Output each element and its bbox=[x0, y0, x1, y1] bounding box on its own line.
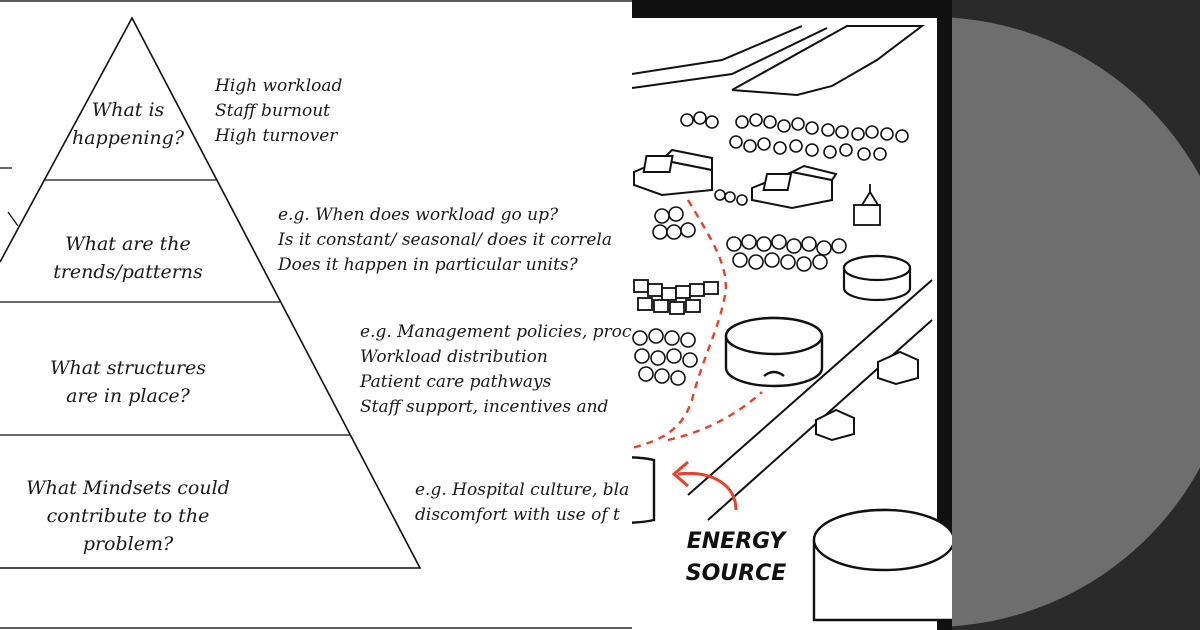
storage-tank-small bbox=[842, 254, 912, 302]
storage-tank-large bbox=[724, 316, 824, 388]
level-4-label-line-1: What Mindsets could bbox=[26, 477, 230, 499]
level-1-label-line-2: happening? bbox=[72, 127, 185, 149]
level-4-note-2: discomfort with use of t bbox=[415, 505, 620, 525]
storage-tank-bottom bbox=[812, 508, 952, 622]
tree-cluster-middle bbox=[652, 206, 847, 272]
level-4-label-line-3: problem? bbox=[83, 533, 174, 555]
level-2-note-3: Does it happen in particular units? bbox=[277, 255, 579, 275]
pyramid-diagram: What is happening? High workload Staff b… bbox=[0, 0, 632, 629]
house-solar-1 bbox=[633, 148, 713, 197]
small-houses bbox=[815, 350, 919, 442]
level-3-label-line-2: are in place? bbox=[66, 385, 190, 407]
town-sketch: ENERGY SOURCE bbox=[632, 14, 952, 630]
level-3-note-1: e.g. Management policies, proce bbox=[360, 322, 632, 342]
level-4-note-1: e.g. Hospital culture, bla bbox=[415, 480, 629, 500]
level-4-label-line-2: contribute to the bbox=[47, 505, 210, 527]
level-2-note-1: e.g. When does workload go up? bbox=[278, 205, 559, 225]
energy-path bbox=[632, 199, 763, 450]
pyramid-panel: What is happening? High workload Staff b… bbox=[0, 0, 632, 630]
level-2-label-line-1: What are the bbox=[65, 233, 191, 255]
level-3-note-2: Workload distribution bbox=[360, 347, 548, 367]
level-1-note-1: High workload bbox=[214, 76, 343, 96]
level-3-note-3: Patient care pathways bbox=[359, 372, 552, 392]
grey-circle bbox=[952, 17, 1200, 627]
decorative-circle-graphic bbox=[952, 0, 1200, 630]
energy-source-label-line-1: ENERGY bbox=[687, 529, 788, 554]
level-3-label-line-1: What structures bbox=[50, 357, 206, 379]
level-2-label-line-2: trends/patterns bbox=[53, 261, 203, 283]
house-solar-2 bbox=[751, 164, 838, 210]
town-sketch-panel: ENERGY SOURCE bbox=[632, 0, 952, 630]
level-3-note-4: Staff support, incentives and bbox=[360, 397, 609, 417]
energy-source-tank bbox=[632, 456, 656, 524]
energy-arrow bbox=[671, 460, 738, 511]
level-1-note-3: High turnover bbox=[214, 126, 338, 146]
level-2-note-2: Is it constant/ seasonal/ does it correl… bbox=[277, 230, 612, 250]
tree-cluster-top bbox=[680, 111, 909, 161]
dark-decorative-panel bbox=[952, 0, 1200, 630]
pyramid-outline bbox=[0, 16, 422, 569]
block-buildings bbox=[633, 279, 719, 315]
level-1-note-2: Staff burnout bbox=[215, 101, 330, 121]
level-1-label-line-1: What is bbox=[92, 99, 165, 121]
church bbox=[853, 184, 881, 226]
energy-source-label-line-2: SOURCE bbox=[686, 561, 787, 586]
